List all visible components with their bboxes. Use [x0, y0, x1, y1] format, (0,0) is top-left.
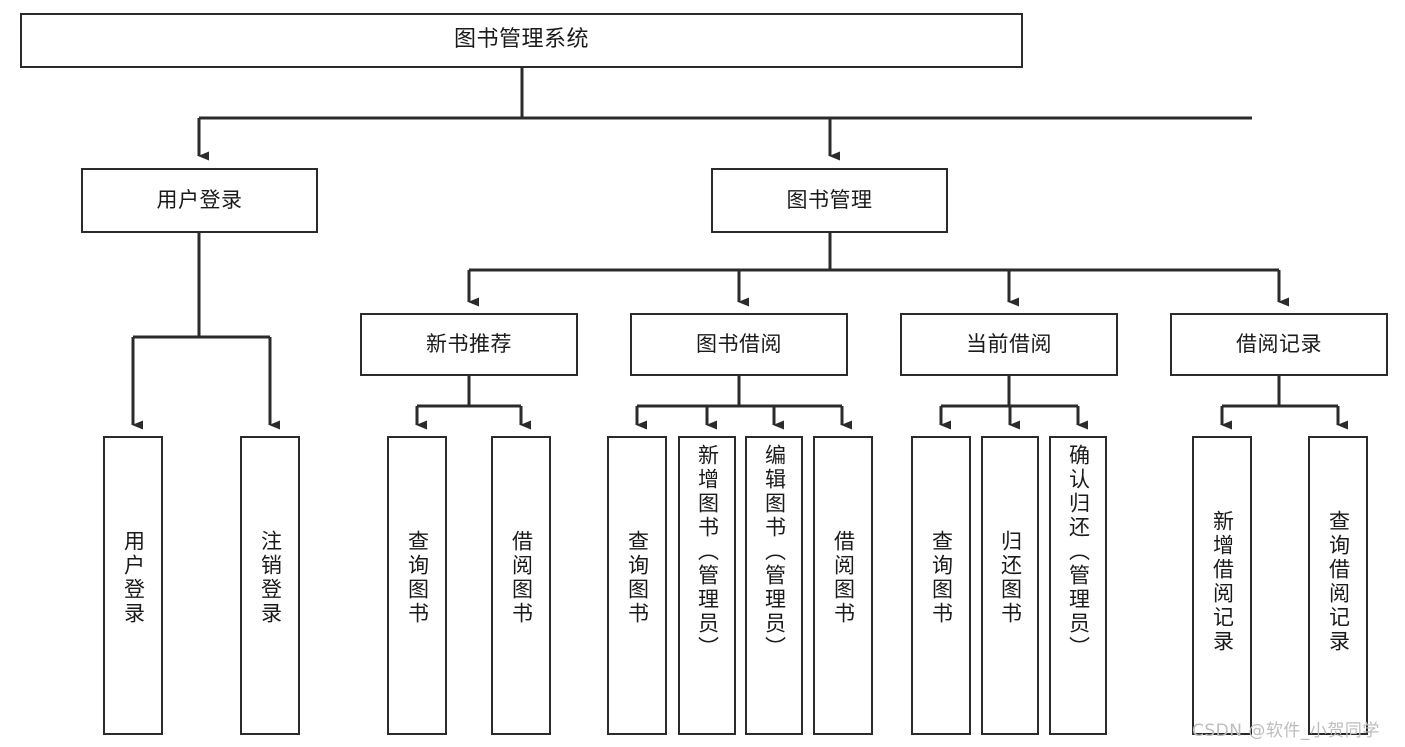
node-label: 用户登录: [121, 530, 146, 626]
leaf-current-borrow-query-books[interactable]: 查询图书: [911, 436, 971, 735]
leaf-current-borrow-confirm-return-admin[interactable]: 确认归还（管理员）: [1049, 436, 1107, 735]
node-book-management[interactable]: 图书管理: [711, 168, 948, 233]
node-label: 查询图书: [405, 530, 430, 626]
csdn-watermark: CSDN @软件_小贺同学: [1192, 721, 1380, 741]
leaf-user-login-login[interactable]: 用户登录: [103, 436, 163, 735]
node-label: 查询借阅记录: [1326, 510, 1351, 654]
leaf-new-book-query-books[interactable]: 查询图书: [387, 436, 447, 735]
node-current-borrowing[interactable]: 当前借阅: [900, 313, 1118, 376]
node-label: 借阅图书: [509, 530, 534, 626]
node-new-book-recommendation[interactable]: 新书推荐: [360, 313, 578, 376]
leaf-borrow-record-add-record[interactable]: 新增借阅记录: [1192, 436, 1252, 735]
node-label: 编辑图书（管理员）: [762, 444, 787, 660]
node-label: 归还图书: [998, 530, 1023, 626]
node-label: 注销登录: [258, 530, 283, 626]
node-label: 新增借阅记录: [1210, 510, 1235, 654]
leaf-borrow-record-query-record[interactable]: 查询借阅记录: [1308, 436, 1368, 735]
node-user-login[interactable]: 用户登录: [81, 168, 318, 233]
node-borrowing-record[interactable]: 借阅记录: [1170, 313, 1388, 376]
leaf-new-book-borrow-books[interactable]: 借阅图书: [491, 436, 551, 735]
leaf-book-borrow-borrow-books[interactable]: 借阅图书: [813, 436, 873, 735]
leaf-book-borrow-add-book-admin[interactable]: 新增图书（管理员）: [678, 436, 736, 735]
node-book-borrowing[interactable]: 图书借阅: [630, 313, 848, 376]
node-label: 确认归还（管理员）: [1066, 444, 1091, 660]
node-label: 图书管理: [786, 187, 873, 212]
node-root-book-management-system[interactable]: 图书管理系统: [20, 13, 1023, 68]
node-label: 查询图书: [929, 530, 954, 626]
leaf-book-borrow-query-books[interactable]: 查询图书: [607, 436, 667, 735]
leaf-user-login-logout[interactable]: 注销登录: [240, 436, 300, 735]
node-label: 查询图书: [625, 530, 650, 626]
node-label: 用户登录: [156, 187, 243, 212]
node-label: 新增图书（管理员）: [695, 444, 720, 660]
leaf-current-borrow-return-books[interactable]: 归还图书: [981, 436, 1039, 735]
node-label: 借阅记录: [1236, 331, 1322, 356]
node-label: 借阅图书: [831, 530, 856, 626]
leaf-book-borrow-edit-book-admin[interactable]: 编辑图书（管理员）: [745, 436, 803, 735]
node-label: 图书管理系统: [453, 27, 589, 53]
node-label: 新书推荐: [426, 331, 512, 356]
node-label: 图书借阅: [696, 331, 782, 356]
node-label: 当前借阅: [966, 331, 1052, 356]
